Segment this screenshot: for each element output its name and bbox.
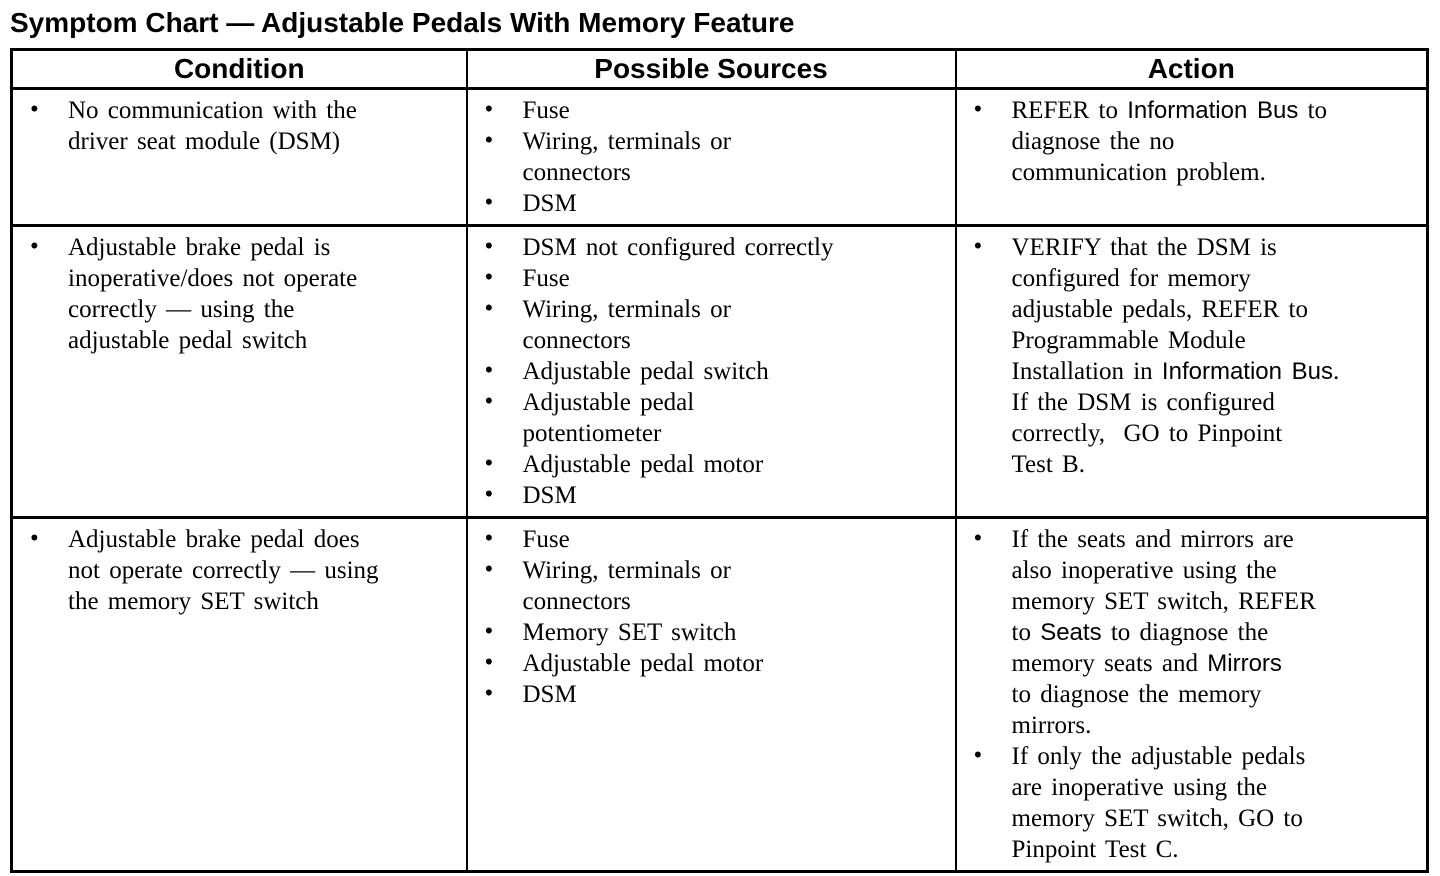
bullet-icon: •: [973, 742, 983, 769]
bullet-item: • DSM not configured correctly: [468, 232, 949, 263]
bullet-icon: •: [484, 450, 494, 477]
bullet-item: • DSM: [468, 480, 949, 511]
condition-list: • Adjustable brake pedal is inoperative/d…: [13, 232, 460, 356]
bullet-icon: •: [484, 481, 494, 508]
bullet-icon: •: [30, 525, 39, 552]
possible-sources-list: • Fuse • Wiring, terminals or connectors • DS…: [468, 95, 949, 219]
action-cell: • If the seats and mirrors are also inope…: [954, 516, 1429, 873]
bullet-icon: •: [484, 295, 494, 322]
bullet-text: No communication with the driver seat mo…: [68, 97, 357, 155]
bullet-icon: •: [484, 680, 494, 707]
bullet-icon: •: [973, 525, 983, 552]
bullet-item: • Fuse: [468, 524, 949, 555]
column-header-condition: Condition: [10, 48, 468, 90]
column-header-action: Action: [954, 48, 1429, 90]
bullet-text: Fuse: [522, 526, 570, 553]
bullet-item: • REFER to Information Bus to diagnose th…: [957, 95, 1421, 188]
action-list: • REFER to Information Bus to diagnose th…: [957, 95, 1421, 188]
action-cell: • VERIFY that the DSM is configured for m…: [954, 224, 1429, 519]
bullet-icon: •: [484, 388, 494, 415]
bullet-item: • Adjustable pedal switch: [468, 356, 949, 387]
bullet-item: • Wiring, terminals or connectors: [468, 126, 949, 188]
bullet-text: DSM: [522, 190, 577, 217]
bullet-icon: •: [484, 189, 494, 216]
bullet-item: • DSM: [468, 679, 949, 710]
bullet-icon: •: [484, 264, 494, 291]
possible-sources-cell: • Fuse • Wiring, terminals or connectors • DS…: [465, 87, 957, 227]
bullet-text: Wiring, terminals or connectors: [522, 128, 731, 186]
possible-sources-list: • DSM not configured correctly • Fuse • Wirin…: [468, 232, 949, 511]
bullet-item: • Adjustable pedal motor: [468, 648, 949, 679]
possible-sources-cell: • Fuse • Wiring, terminals or connectors • Me…: [465, 516, 957, 873]
column-header-possible-sources: Possible Sources: [465, 48, 957, 90]
bullet-icon: •: [484, 96, 494, 123]
bullet-item: • Adjustable brake pedal does not operate…: [13, 524, 460, 617]
bullet-icon: •: [484, 357, 494, 384]
action-list: • If the seats and mirrors are also inope…: [957, 524, 1421, 865]
bullet-icon: •: [973, 233, 983, 260]
possible-sources-cell: • DSM not configured correctly • Fuse • Wirin…: [465, 224, 957, 519]
bullet-item: • Adjustable brake pedal is inoperative/d…: [13, 232, 460, 356]
header-row: Condition Possible Sources Action: [10, 48, 1429, 90]
bullet-item: • No communication with the driver seat m…: [13, 95, 460, 157]
bullet-text: Adjustable pedal potentiometer: [522, 389, 695, 447]
bullet-item: • Fuse: [468, 95, 949, 126]
action-list: • VERIFY that the DSM is configured for m…: [957, 232, 1421, 480]
bullet-text: Wiring, terminals or connectors: [522, 296, 731, 354]
bullet-text: If the seats and mirrors are also inoper…: [1011, 526, 1316, 739]
bullet-item: • VERIFY that the DSM is configured for m…: [957, 232, 1421, 480]
bullet-icon: •: [973, 96, 983, 123]
bullet-text: Adjustable pedal motor: [522, 650, 764, 677]
bullet-text: VERIFY that the DSM is configured for me…: [1011, 234, 1340, 478]
action-cell: • REFER to Information Bus to diagnose th…: [954, 87, 1429, 227]
bullet-icon: •: [484, 525, 494, 552]
bullet-icon: •: [484, 649, 494, 676]
bullet-icon: •: [484, 618, 494, 645]
bullet-text: DSM: [522, 681, 577, 708]
condition-cell: • Adjustable brake pedal does not operate…: [10, 516, 468, 873]
bullet-text: Memory SET switch: [522, 619, 737, 646]
condition-cell: • No communication with the driver seat m…: [10, 87, 468, 227]
bullet-icon: •: [484, 556, 494, 583]
bullet-text: Wiring, terminals or connectors: [522, 557, 731, 615]
table-row: • No communication with the driver seat m…: [10, 87, 1429, 227]
bullet-text: Adjustable brake pedal does not operate …: [68, 526, 379, 615]
bullet-icon: •: [484, 233, 494, 260]
condition-list: • No communication with the driver seat m…: [13, 95, 460, 157]
bullet-text: REFER to Information Bus to diagnose the…: [1011, 97, 1328, 186]
bullet-item: • If the seats and mirrors are also inope…: [957, 524, 1421, 741]
bullet-text: Adjustable pedal motor: [522, 451, 764, 478]
bullet-icon: •: [30, 233, 39, 260]
bullet-text: DSM not configured correctly: [522, 234, 834, 261]
bullet-item: • Wiring, terminals or connectors: [468, 555, 949, 617]
condition-cell: • Adjustable brake pedal is inoperative/d…: [10, 224, 468, 519]
bullet-item: • DSM: [468, 188, 949, 219]
bullet-text: Fuse: [522, 97, 570, 124]
bullet-icon: •: [30, 96, 39, 123]
bullet-item: • Fuse: [468, 263, 949, 294]
bullet-text: DSM: [522, 482, 577, 509]
condition-list: • Adjustable brake pedal does not operate…: [13, 524, 460, 617]
bullet-icon: •: [484, 127, 494, 154]
bullet-text: If only the adjustable pedals are inoper…: [1011, 743, 1306, 863]
bullet-item: • Adjustable pedal potentiometer: [468, 387, 949, 449]
bullet-item: • Wiring, terminals or connectors: [468, 294, 949, 356]
possible-sources-list: • Fuse • Wiring, terminals or connectors • Me…: [468, 524, 949, 710]
bullet-item: • Adjustable pedal motor: [468, 449, 949, 480]
table-row: • Adjustable brake pedal is inoperative/d…: [10, 224, 1429, 519]
table-row: • Adjustable brake pedal does not operate…: [10, 516, 1429, 873]
bullet-text: Fuse: [522, 265, 570, 292]
bullet-item: • If only the adjustable pedals are inope…: [957, 741, 1421, 865]
page-title: Symptom Chart — Adjustable Pedals With M…: [10, 7, 795, 38]
bullet-text: Adjustable brake pedal is inoperative/do…: [68, 234, 358, 354]
bullet-text: Adjustable pedal switch: [522, 358, 769, 385]
bullet-item: • Memory SET switch: [468, 617, 949, 648]
symptom-chart-table: Condition Possible Sources Action • No co…: [10, 48, 1429, 873]
